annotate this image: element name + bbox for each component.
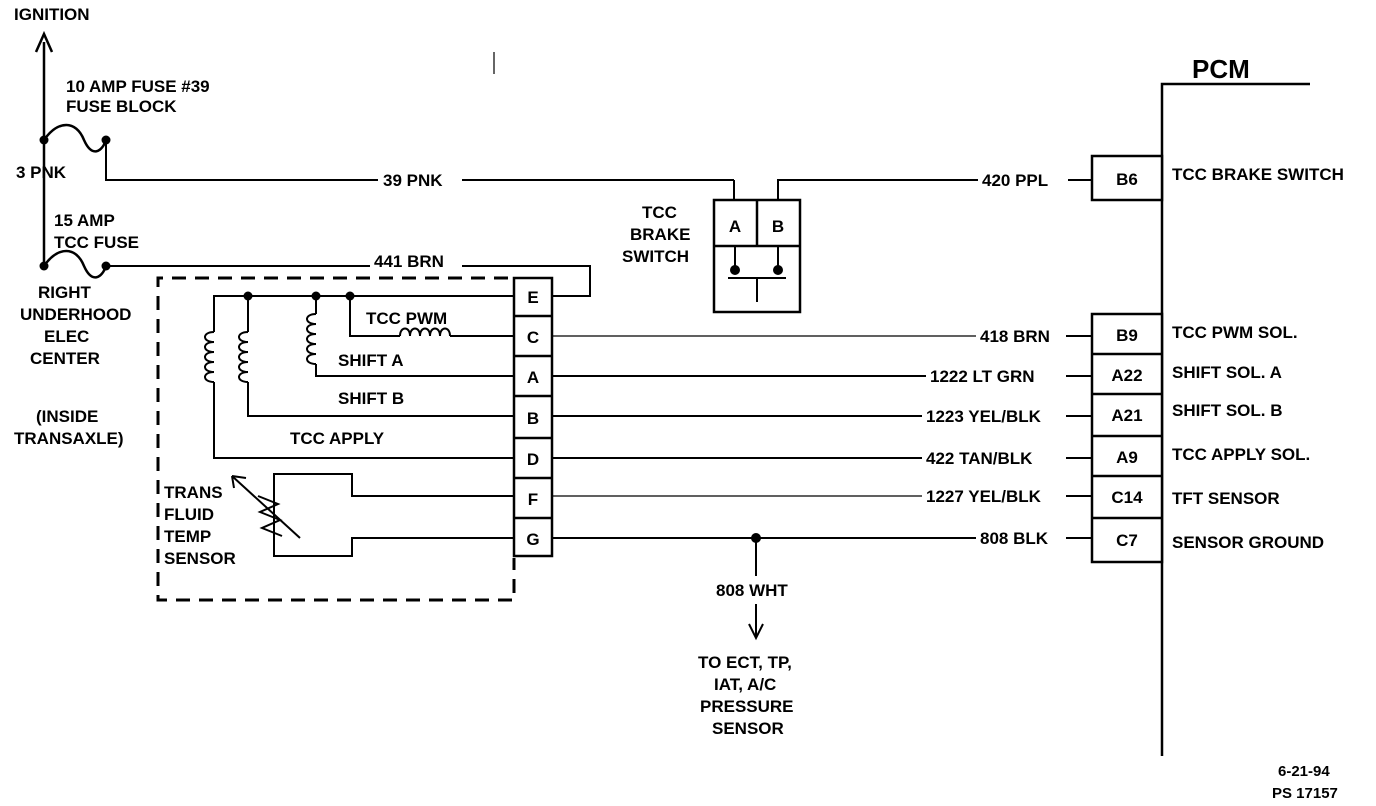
brake-switch-pin-b: B — [772, 217, 784, 236]
pcm-pin-b6-id: B6 — [1116, 170, 1138, 189]
tcc-apply-solenoid — [204, 296, 514, 459]
wire-1227-yel-blk-label: 1227 YEL/BLK — [926, 487, 1042, 506]
wire-39-pnk — [105, 140, 378, 181]
wire-808-blk-label: 808 BLK — [980, 529, 1049, 548]
transaxle-connector: E C A B D F G — [512, 276, 554, 558]
pcm-pin-c7-label: SENSOR GROUND — [1172, 533, 1324, 552]
wire-441-brn-label: 441 BRN — [374, 252, 444, 271]
wire-3-pnk-label: 3 PNK — [16, 163, 67, 182]
shift-a-label: SHIFT A — [338, 351, 403, 370]
connector-pin-f: F — [528, 490, 538, 509]
sensor-label-4: SENSOR — [164, 549, 236, 568]
brake-switch-label-2: BRAKE — [630, 225, 690, 244]
ground-dest-label-3: PRESSURE — [700, 697, 794, 716]
ignition-arrow — [34, 30, 54, 268]
fuse-39-label-1: 10 AMP FUSE #39 — [66, 77, 210, 96]
pcm-connector: B9 A22 A21 A9 C14 C7 — [1090, 312, 1164, 564]
solenoid-bus — [213, 291, 514, 318]
pcm-pin-a21-label: SHIFT SOL. B — [1172, 401, 1283, 420]
pcm-pin-c14-id: C14 — [1111, 488, 1143, 507]
tcc-pwm-solenoid — [349, 296, 514, 337]
pcm-pin-b9-label: TCC PWM SOL. — [1172, 323, 1298, 342]
footer-date: 6-21-94 — [1278, 763, 1330, 780]
pcm-pin-b6: B6 — [1090, 154, 1164, 202]
pcm-pin-b9-id: B9 — [1116, 326, 1138, 345]
wire-418-brn-label: 418 BRN — [980, 327, 1050, 346]
connector-pin-c: C — [527, 328, 539, 347]
tft-sensor-symbol — [231, 473, 514, 557]
ground-dest-label-1: TO ECT, TP, — [698, 653, 792, 672]
ignition-label: IGNITION — [14, 5, 90, 24]
shift-b-solenoid — [238, 296, 514, 417]
brake-switch-pin-a: A — [729, 217, 741, 236]
footer-code: PS 17157 — [1272, 785, 1338, 802]
shift-a-solenoid — [306, 296, 514, 377]
pcm-pin-a22-id: A22 — [1111, 366, 1142, 385]
inside-transaxle-label-1: (INSIDE — [36, 407, 98, 426]
wire-39-pnk-label: 39 PNK — [383, 171, 443, 190]
ground-dest-label-4: SENSOR — [712, 719, 784, 738]
connector-pin-g: G — [526, 530, 539, 549]
tcc-pwm-label: TCC PWM — [366, 309, 447, 328]
pcm-pin-a21-id: A21 — [1111, 406, 1142, 425]
fuse-39-label-2: FUSE BLOCK — [66, 97, 177, 116]
pcm-pin-b6-label: TCC BRAKE SWITCH — [1172, 165, 1344, 184]
sensor-label-2: FLUID — [164, 505, 214, 524]
wire-808-wht — [748, 533, 764, 641]
pcm-pin-c14-label: TFT SENSOR — [1172, 489, 1280, 508]
inside-transaxle-label-2: TRANSAXLE) — [14, 429, 124, 448]
underhood-label-3: ELEC — [44, 327, 89, 346]
fuse-39-symbol — [39, 123, 111, 153]
pcm-title: PCM — [1192, 54, 1250, 84]
wire-422-tan-blk-label: 422 TAN/BLK — [926, 449, 1033, 468]
pcm-pin-a9-id: A9 — [1116, 448, 1138, 467]
transaxle-boundary — [156, 276, 516, 602]
tcc-apply-label: TCC APPLY — [290, 429, 385, 448]
wire-420-ppl — [777, 179, 978, 200]
shift-b-label: SHIFT B — [338, 389, 404, 408]
tcc-fuse-label-1: 15 AMP — [54, 211, 115, 230]
pcm-block — [1160, 82, 1310, 756]
sensor-label-3: TEMP — [164, 527, 211, 546]
pcm-pin-a22-label: SHIFT SOL. A — [1172, 363, 1282, 382]
wire-420-ppl-label: 420 PPL — [982, 171, 1048, 190]
wire-1223-yel-blk-label: 1223 YEL/BLK — [926, 407, 1042, 426]
connector-pin-b: B — [527, 409, 539, 428]
brake-switch-label-3: SWITCH — [622, 247, 689, 266]
underhood-label-1: RIGHT — [38, 283, 92, 302]
tcc-brake-switch: A B — [712, 198, 802, 314]
brake-switch-label-1: TCC — [642, 203, 677, 222]
wire-441-label-bg — [370, 254, 462, 270]
underhood-label-2: UNDERHOOD — [20, 305, 131, 324]
underhood-label-4: CENTER — [30, 349, 100, 368]
ground-dest-label-2: IAT, A/C — [714, 675, 776, 694]
wire-1222-lt-grn-label: 1222 LT GRN — [930, 367, 1035, 386]
connector-pin-a: A — [527, 368, 539, 387]
tcc-fuse-label-2: TCC FUSE — [54, 233, 139, 252]
wire-808-wht-label: 808 WHT — [716, 581, 788, 600]
sensor-label-1: TRANS — [164, 483, 223, 502]
wire-441-brn — [106, 265, 591, 297]
pcm-pin-a9-label: TCC APPLY SOL. — [1172, 445, 1310, 464]
pcm-pin-c7-id: C7 — [1116, 531, 1138, 550]
fuse-tcc-symbol — [39, 249, 111, 279]
connector-pin-e: E — [527, 288, 538, 307]
connector-pin-d: D — [527, 450, 539, 469]
